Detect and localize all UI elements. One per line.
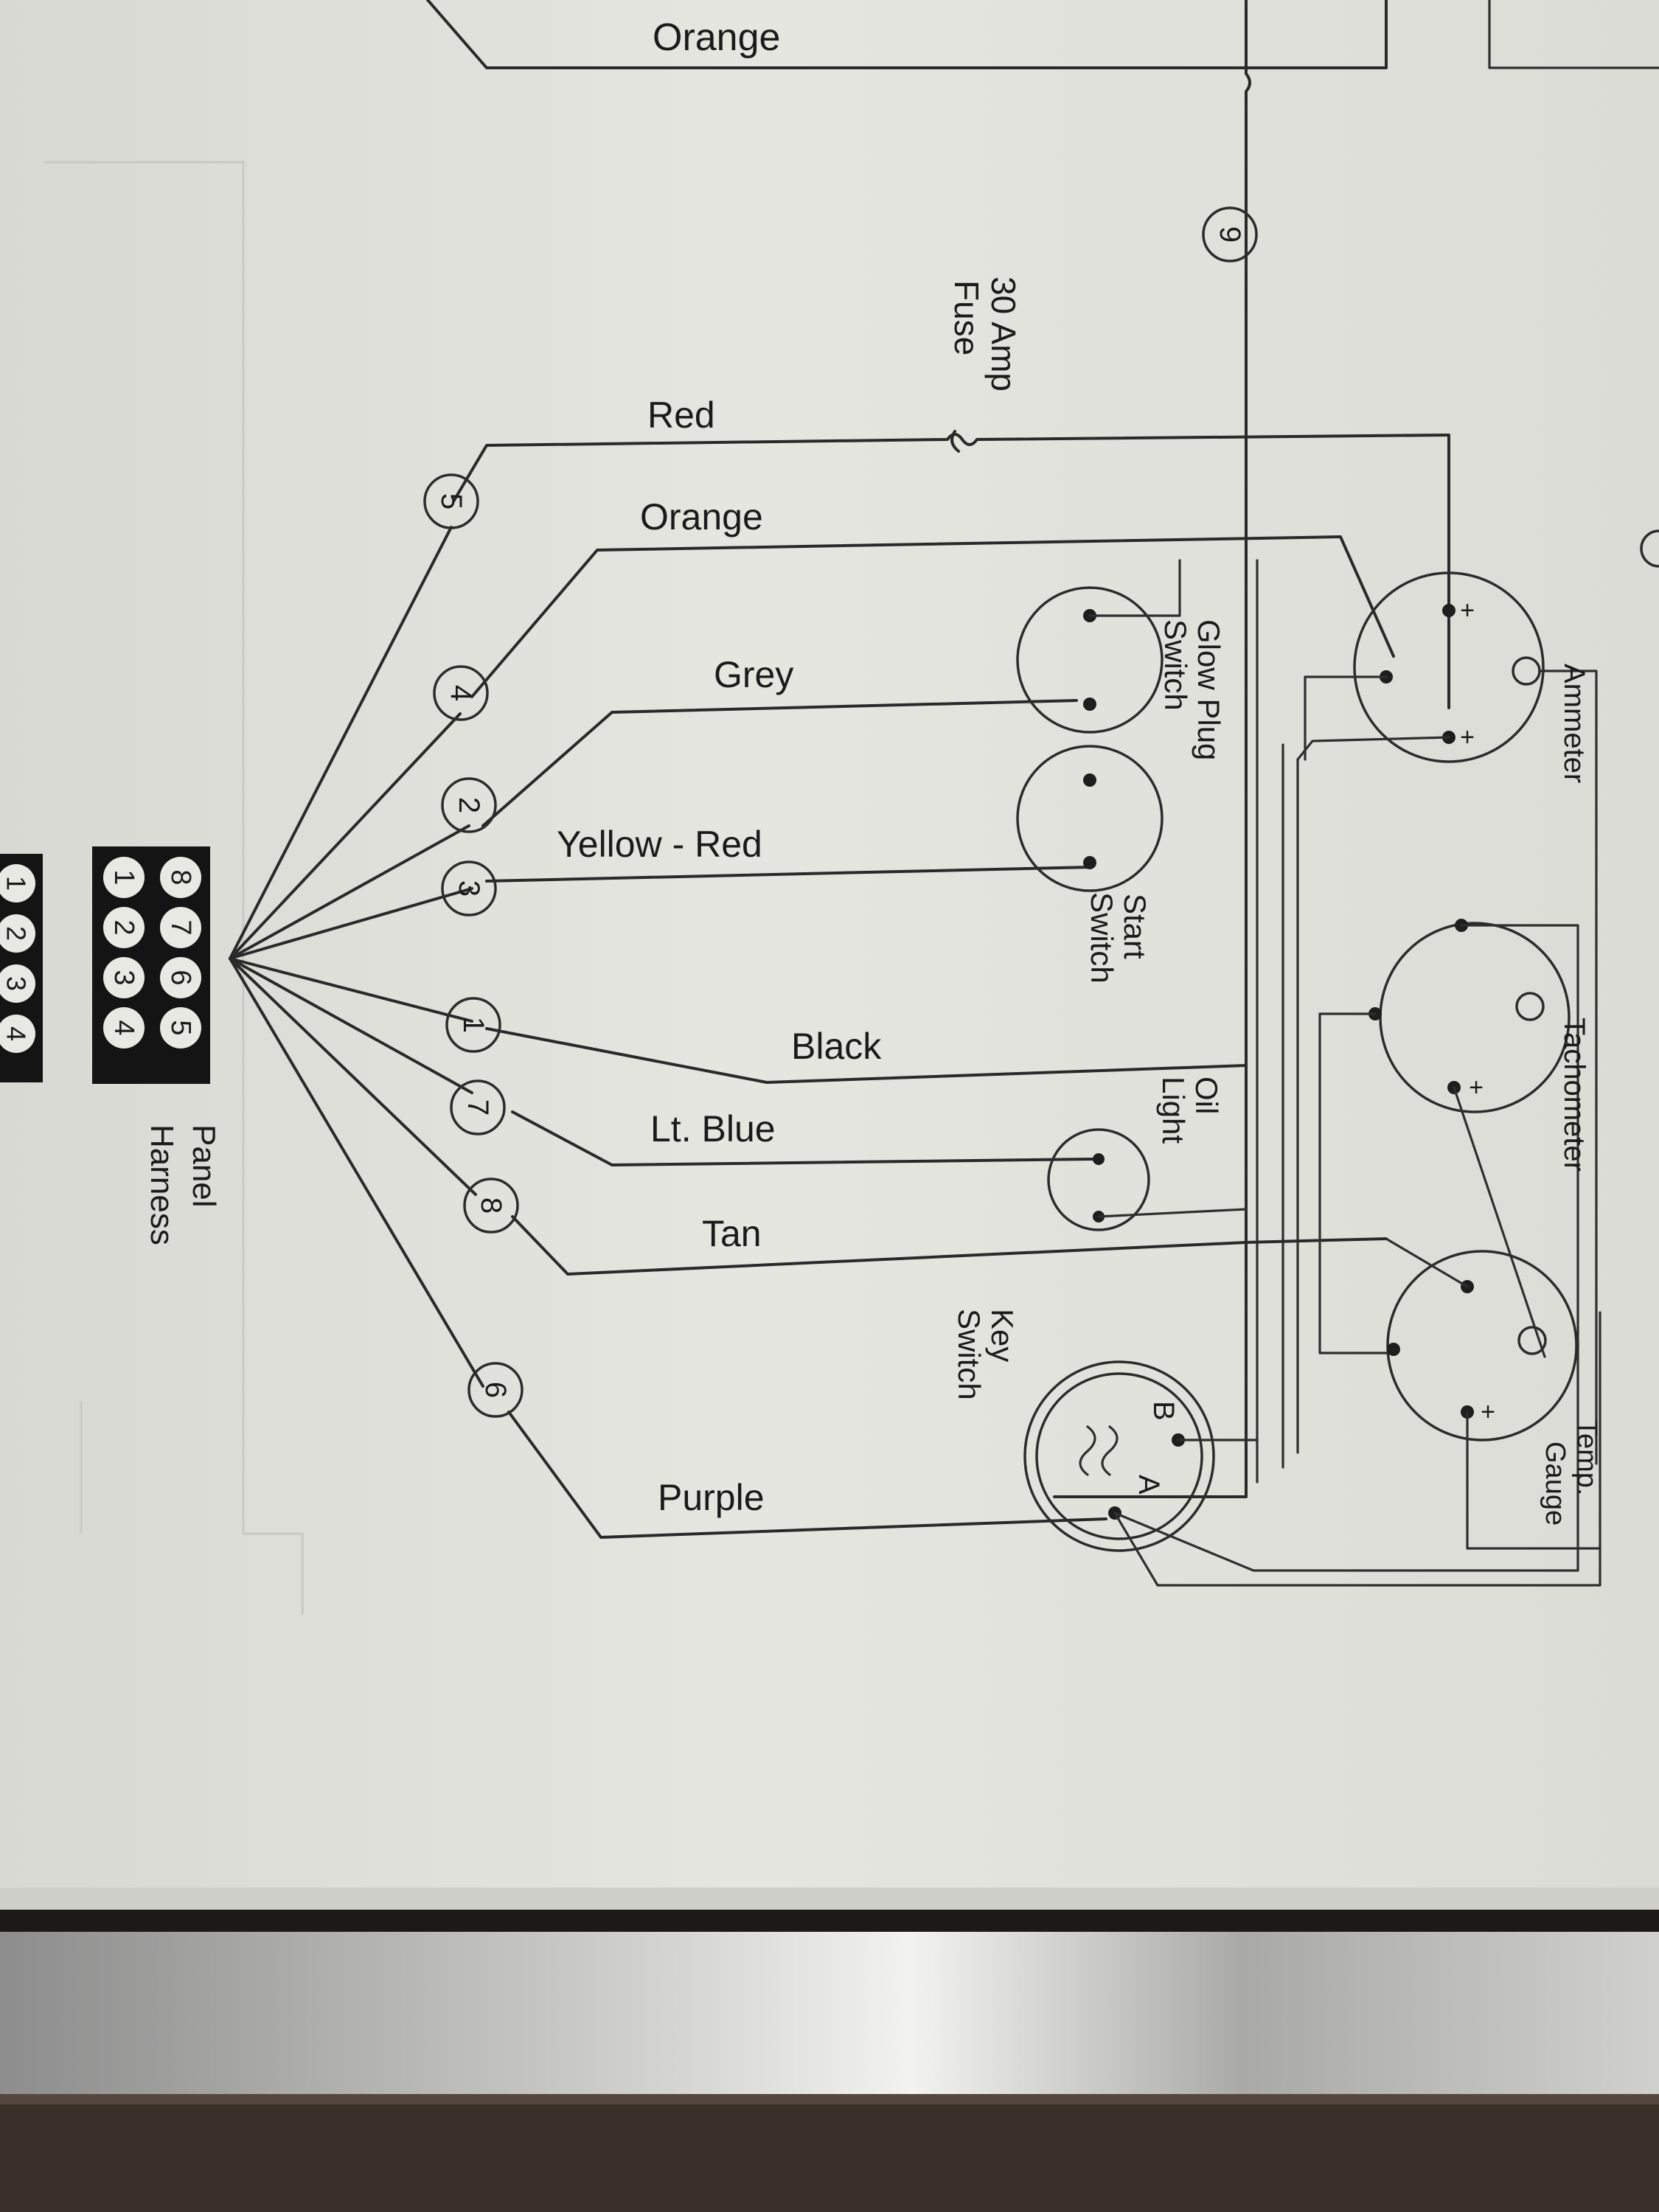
fuse-30-amp: 30 Amp Fuse [947, 276, 1023, 453]
svg-text:+: + [1460, 723, 1475, 751]
wire-lt-blue [511, 1110, 1094, 1166]
bus-vertical [1053, 0, 1251, 1498]
label-yellow-red: Yellow - Red [557, 824, 762, 865]
harness-row-top: 8 7 6 5 [160, 857, 201, 1048]
wire-tan [511, 1215, 1388, 1276]
svg-text:6: 6 [479, 1382, 512, 1398]
tachometer-label: Tachometer [1558, 1018, 1590, 1172]
wire-red [452, 433, 1450, 709]
svg-text:3: 3 [453, 880, 485, 897]
start-switch: Start Switch [1016, 745, 1164, 984]
wire-grey [481, 699, 1078, 827]
svg-text:8: 8 [165, 869, 196, 885]
svg-text:3: 3 [1, 976, 32, 991]
svg-text:6: 6 [165, 970, 196, 985]
label-lt-blue: Lt. Blue [650, 1108, 776, 1150]
glow-plug-label-line1: Glow Plug [1192, 619, 1226, 760]
label-purple: Purple [658, 1477, 765, 1518]
svg-text:7: 7 [165, 919, 196, 935]
oil-light: Oil Light [1047, 1077, 1248, 1231]
tachometer: + Tachometer [1318, 919, 1590, 1358]
temp-gauge-label-line2: Gauge [1540, 1441, 1571, 1526]
key-switch-term-a: A [1133, 1475, 1165, 1495]
svg-text:7: 7 [462, 1099, 494, 1116]
wire-yellow-red [485, 866, 1093, 883]
svg-text:+: + [1469, 1074, 1484, 1102]
key-switch-label-line1: Key [985, 1309, 1020, 1362]
svg-text:9: 9 [1214, 226, 1246, 243]
svg-text:+: + [1460, 597, 1475, 625]
start-switch-label-line2: Switch [1085, 892, 1119, 984]
wire-black [485, 1027, 1248, 1084]
pin-4: 4 [433, 665, 489, 721]
pin-6: 6 [467, 1362, 524, 1418]
pin-9: 9 [1202, 206, 1258, 262]
temp-gauge-label-line1: Temp. [1571, 1419, 1602, 1495]
binder-edge [0, 1910, 1659, 2212]
ammeter: + + Ammeter [1296, 571, 1598, 1465]
pin-8: 8 [463, 1178, 519, 1234]
svg-text:5: 5 [165, 1020, 196, 1035]
label-grey: Grey [714, 654, 793, 695]
svg-text:5: 5 [435, 493, 467, 509]
temp-gauge: + Temp. Gauge [1385, 1237, 1602, 1550]
svg-text:2: 2 [1, 926, 32, 941]
harness-label-line2: Harness [144, 1124, 180, 1245]
label-orange: Orange [640, 496, 763, 538]
harness-connector-partial: 1 2 3 4 [0, 854, 43, 1082]
pin-3: 3 [441, 860, 497, 917]
harness-label-line1: Panel [186, 1124, 222, 1208]
oil-light-label-line1: Oil [1189, 1077, 1224, 1114]
svg-text:+: + [1481, 1398, 1495, 1426]
fuse-label-line2: Fuse [947, 280, 986, 355]
wire-labels: Orange Red Orange Grey Yellow - Red Blac… [557, 16, 882, 1518]
key-switch-label-line2: Switch [952, 1309, 987, 1400]
svg-text:3: 3 [108, 970, 139, 985]
wire-group [229, 0, 1659, 1539]
svg-text:8: 8 [475, 1197, 507, 1214]
label-tan: Tan [702, 1213, 762, 1254]
ammeter-label: Ammeter [1558, 664, 1590, 783]
panel-harness-connector: 8 7 6 5 1 2 3 4 Panel Harness [92, 846, 222, 1245]
key-switch: B A Key Switch [952, 1309, 1601, 1587]
fuse-label-line1: 30 Amp [984, 276, 1023, 392]
key-switch-term-b: B [1147, 1401, 1180, 1421]
svg-text:1: 1 [108, 869, 139, 885]
svg-text:1: 1 [1, 876, 32, 891]
wire-purple [507, 1411, 1107, 1539]
svg-text:2: 2 [453, 797, 485, 813]
pin-7: 7 [450, 1079, 506, 1135]
pin-circles: 9 5 4 2 3 1 7 8 [423, 206, 1258, 1418]
oil-light-label-line2: Light [1156, 1077, 1191, 1144]
svg-text:4: 4 [445, 685, 477, 701]
label-black: Black [791, 1026, 882, 1067]
glow-plug-switch: Glow Plug Switch [1016, 559, 1226, 760]
label-orange-top: Orange [653, 16, 780, 59]
paper-page [0, 0, 1659, 1910]
pin-5: 5 [423, 473, 479, 529]
wire-orange [470, 535, 1395, 698]
glow-plug-label-line2: Switch [1158, 619, 1193, 711]
harness-row-bottom: 1 2 3 4 [103, 857, 145, 1048]
svg-text:1: 1 [457, 1017, 490, 1033]
pin-1: 1 [445, 997, 501, 1053]
svg-text:4: 4 [1, 1026, 32, 1041]
start-switch-label-line1: Start [1118, 894, 1152, 959]
svg-text:2: 2 [108, 919, 139, 935]
label-red: Red [647, 394, 715, 436]
wire-orange-top [426, 0, 1388, 69]
svg-text:4: 4 [108, 1020, 139, 1035]
pin-2: 2 [441, 777, 497, 833]
